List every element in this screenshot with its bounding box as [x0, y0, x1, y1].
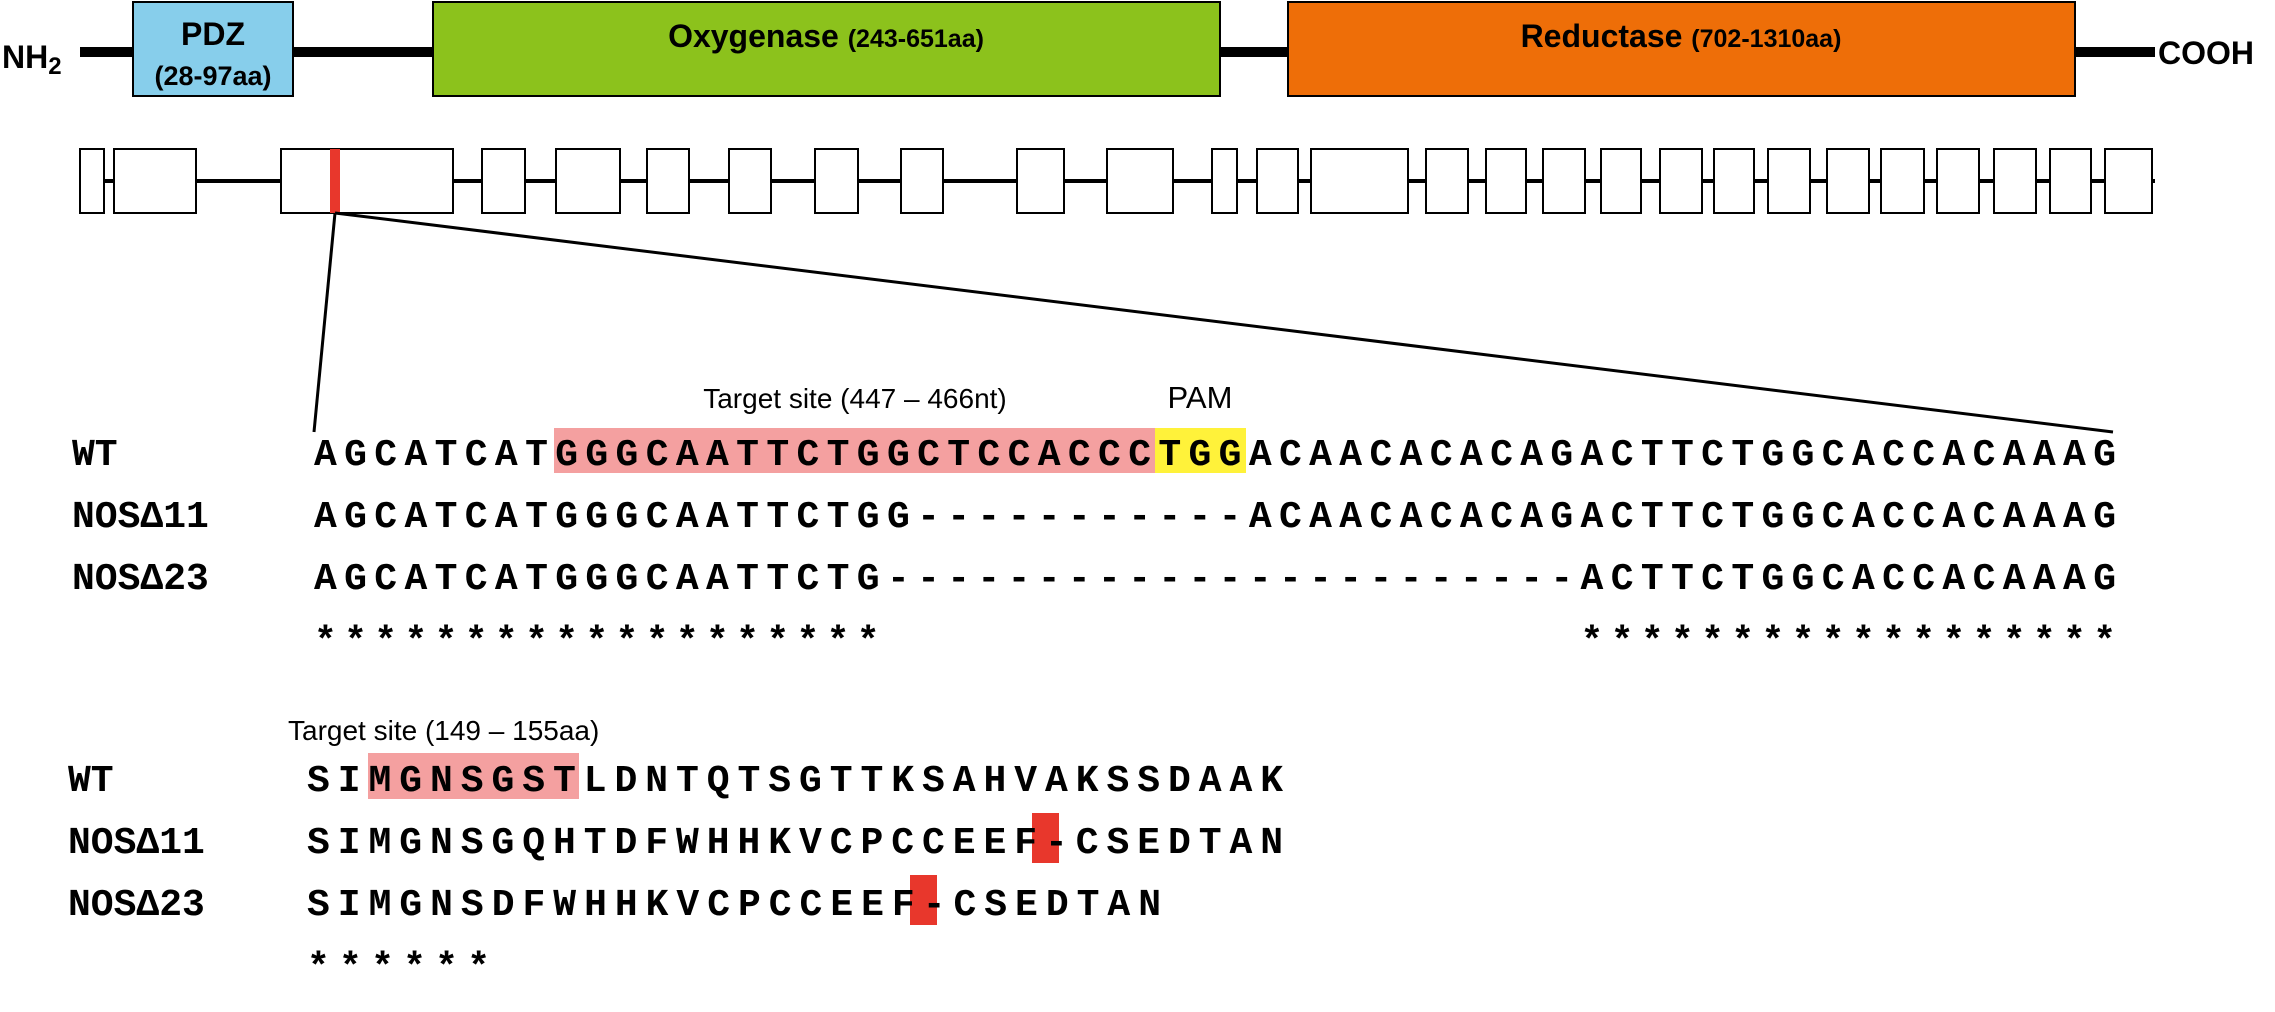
target-exon-marker [330, 149, 340, 213]
exon-box [1310, 148, 1409, 214]
exon-box [79, 148, 105, 214]
protein-target-site-label: Target site (149 – 155aa) [288, 715, 599, 746]
domain-architecture: NH2 COOH PDZ (28-97aa) Oxygenase (243-65… [2, 1, 2254, 97]
protein-sequence: SIMGNSGQHTDFWHHKVCPCCEEF-CSEDTAN [307, 822, 1283, 865]
protein-target-highlight [368, 753, 579, 799]
dna-row-name: NOSΔ23 [72, 558, 209, 601]
dna-target-site-label: Target site (447 – 466nt) [703, 383, 1007, 414]
exon-group [79, 148, 2153, 214]
gene-model [79, 148, 2155, 434]
reductase-domain [1287, 1, 2076, 97]
exon-box [280, 148, 454, 214]
dna-target-highlight [554, 428, 1155, 473]
protein-row-name: WT [68, 760, 114, 803]
exon-box [1211, 148, 1238, 214]
exon-box [1767, 148, 1811, 214]
pdz-domain-name: PDZ [181, 16, 245, 52]
dna-sequence: AGCATCATGGGCAATTCTG---------------------… [314, 558, 2116, 601]
exon-box [1425, 148, 1469, 214]
protein-alignment: Target site (149 – 155aa) WT NOSΔ11 NOSΔ… [68, 715, 1283, 990]
exon-box [113, 148, 197, 214]
protein-sequence: SIMGNSDFWHHKVCPCCEEF-CSEDTAN [307, 884, 1161, 927]
exon-box [1993, 148, 2037, 214]
protein-conservation-line: ****** [307, 947, 490, 990]
exon-box [1542, 148, 1586, 214]
protein-stop-highlight [910, 875, 937, 925]
exon-box [1016, 148, 1065, 214]
exon-box [2049, 148, 2092, 214]
zoom-line-left [312, 212, 337, 433]
exon-box [1485, 148, 1527, 214]
dna-sequence: AGCATCATGGGCAATTCTGG-----------ACAACACAC… [314, 496, 2116, 539]
n-terminus-label: NH2 [2, 39, 62, 80]
exon-box [646, 148, 690, 214]
exon-box [1600, 148, 1642, 214]
protein-stop-highlight [1032, 813, 1059, 863]
exon-box [1713, 148, 1755, 214]
pam-label: PAM [1168, 380, 1233, 415]
pdz-domain-range: (28-97aa) [154, 61, 271, 91]
pam-highlight [1155, 428, 1246, 473]
exon-box [1880, 148, 1925, 214]
exon-box [1659, 148, 1703, 214]
protein-row-name: NOSΔ23 [68, 884, 205, 927]
oxygenase-domain-label: Oxygenase (243-651aa) [668, 18, 984, 54]
exon-box [1256, 148, 1299, 214]
dna-row-name: NOSΔ11 [72, 496, 209, 539]
exon-box [1936, 148, 1980, 214]
pdz-domain [132, 1, 294, 97]
exon-box [2104, 148, 2153, 214]
exon-box [728, 148, 772, 214]
dna-alignment: Target site (447 – 466nt) PAM WT NOSΔ11 … [72, 380, 2116, 664]
exon-box [1826, 148, 1870, 214]
exon-box [1106, 148, 1174, 214]
oxygenase-domain [432, 1, 1221, 97]
exon-box [555, 148, 621, 214]
protein-row-name: NOSΔ11 [68, 822, 205, 865]
exon-box [900, 148, 944, 214]
reductase-domain-label: Reductase (702-1310aa) [1521, 18, 1842, 54]
dna-row-name: WT [72, 434, 118, 477]
exon-box [814, 148, 859, 214]
dna-conservation-line: ******************* ****************** [314, 621, 2116, 664]
exon-box [481, 148, 526, 214]
c-terminus-label: COOH [2158, 35, 2254, 71]
zoom-line-right [334, 211, 2114, 434]
